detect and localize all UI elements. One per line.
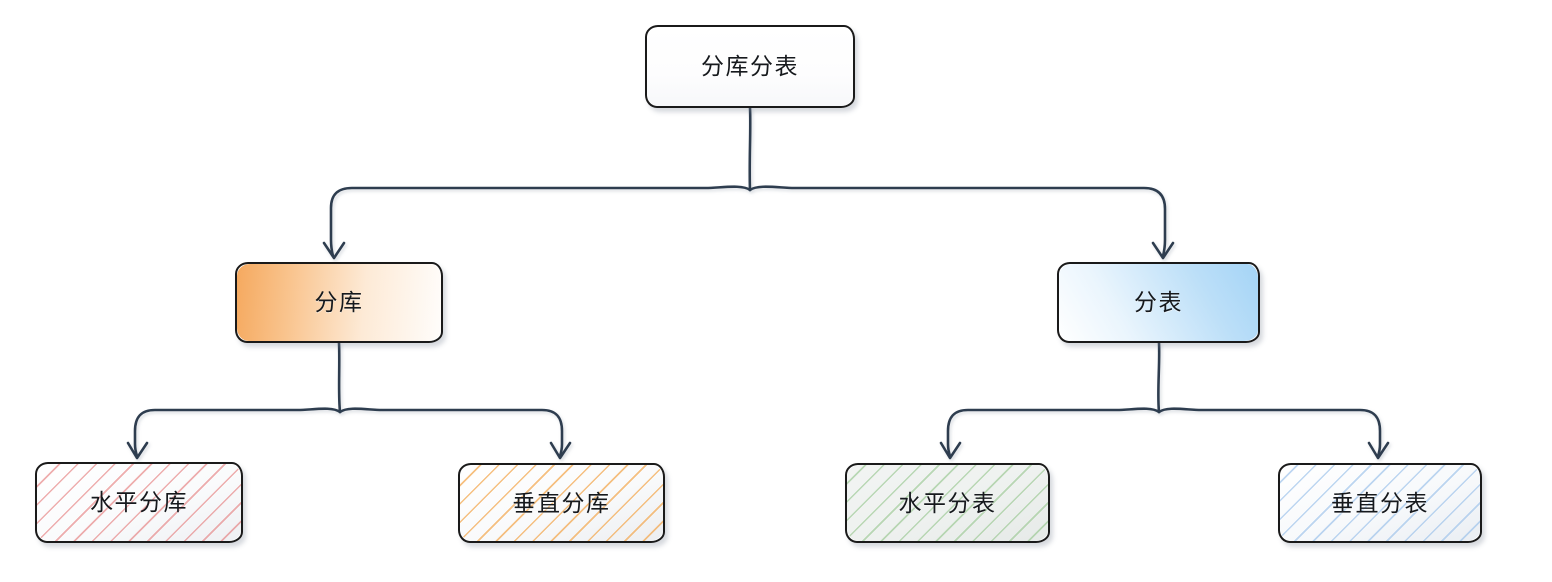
node-chuizhi-fenbiao-fill <box>1280 465 1480 541</box>
node-chuizhi-fenku[interactable]: 垂直分库 <box>458 463 665 543</box>
node-chuizhi-fenbiao-label: 垂直分表 <box>1331 489 1429 516</box>
node-fenbiao[interactable]: 分表 <box>1057 262 1260 343</box>
node-fenku-label: 分库 <box>314 289 364 315</box>
edge-fenku-to-shuiping <box>133 407 342 458</box>
node-fenbiao-label: 分表 <box>1134 289 1183 315</box>
node-fenku-fill <box>237 264 441 341</box>
edge-root-to-fenbiao <box>748 185 1167 258</box>
node-shuiping-fenku-label: 水平分库 <box>90 489 188 515</box>
node-root-label: 分库分表 <box>701 53 799 79</box>
arrowhead-fenku <box>322 241 346 260</box>
edge-fenbiao-stem <box>1157 341 1161 414</box>
node-shuiping-fenku[interactable]: 水平分库 <box>35 462 243 543</box>
arrowhead-chuizhi-fenbiao <box>1367 441 1390 460</box>
edge-root-to-fenku <box>329 185 752 258</box>
edge-fenku-to-chuizhi <box>338 407 564 458</box>
node-chuizhi-fenku-fill <box>460 465 663 541</box>
edge-fenbiao-to-shuiping <box>946 407 1161 458</box>
node-shuiping-fenbiao[interactable]: 水平分表 <box>845 463 1050 543</box>
node-chuizhi-fenbiao[interactable]: 垂直分表 <box>1278 463 1482 543</box>
arrowhead-shuiping-fenku <box>126 441 149 460</box>
node-root-fill <box>647 27 853 106</box>
edge-root-stem <box>748 106 752 192</box>
node-shuiping-fenbiao-label: 水平分表 <box>898 489 997 516</box>
node-shuiping-fenbiao-fill <box>847 465 1048 541</box>
node-chuizhi-fenku-label: 垂直分库 <box>512 489 611 516</box>
arrowhead-fenbiao <box>1151 241 1175 260</box>
edge-fenbiao-to-chuizhi <box>1157 407 1382 458</box>
edge-fenku-stem <box>337 341 342 414</box>
arrowhead-chuizhi-fenku <box>549 441 572 460</box>
node-root[interactable]: 分库分表 <box>645 25 855 108</box>
node-shuiping-fenku-fill <box>37 464 241 541</box>
node-fenku[interactable]: 分库 <box>235 262 443 343</box>
node-fenbiao-fill <box>1059 264 1258 341</box>
arrowhead-shuiping-fenbiao <box>939 441 962 460</box>
